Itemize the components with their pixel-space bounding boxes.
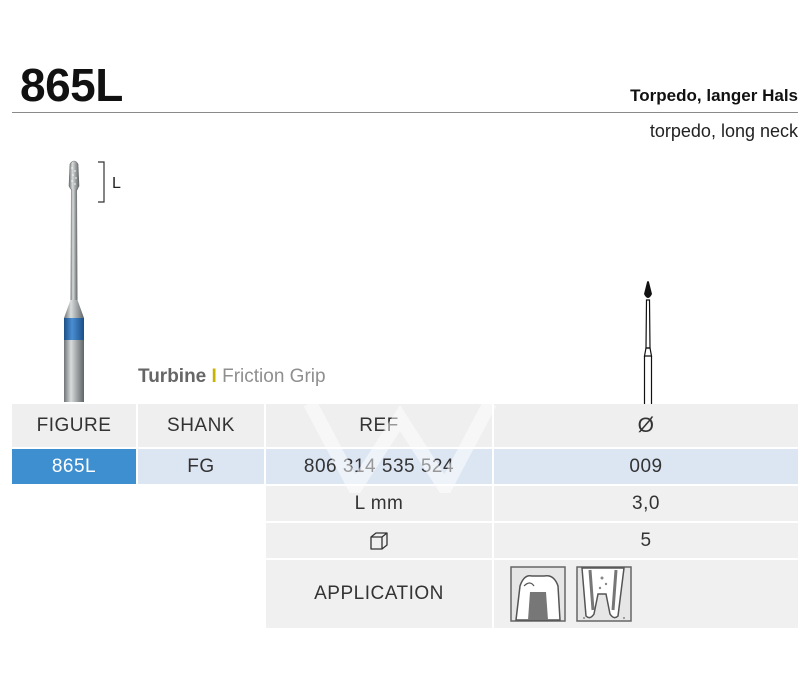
root-canal-icon bbox=[576, 566, 632, 622]
shank-type-main: Turbine bbox=[138, 366, 207, 387]
ref-value: 806 314 535 524 bbox=[266, 449, 492, 484]
diameter-value: 009 bbox=[494, 449, 798, 484]
application-icons-cell bbox=[494, 560, 798, 628]
product-name-english: torpedo, long neck bbox=[649, 121, 798, 141]
watermark-logo bbox=[303, 399, 497, 493]
bur-schematic-diagram bbox=[643, 281, 653, 404]
length-value: 3,0 bbox=[494, 486, 798, 521]
dimension-label: L bbox=[112, 175, 121, 192]
header-shank: SHANK bbox=[138, 404, 264, 447]
length-label: L mm bbox=[266, 486, 492, 521]
shank-type-caption: Turbine I Friction Grip bbox=[138, 366, 326, 388]
application-label: APPLICATION bbox=[266, 560, 492, 628]
package-label-cell bbox=[266, 523, 492, 558]
product-name-german: Torpedo, langer Hals bbox=[630, 86, 798, 105]
shank-value: FG bbox=[138, 449, 264, 484]
bur-photo-illustration: L bbox=[64, 160, 121, 402]
package-box-icon bbox=[370, 531, 388, 550]
header-figure: FIGURE bbox=[12, 404, 136, 447]
shank-type-separator: I bbox=[211, 366, 217, 387]
header-diameter: Ø bbox=[494, 404, 798, 447]
package-value: 5 bbox=[494, 523, 798, 558]
figure-value: 865L bbox=[12, 449, 136, 484]
shank-type-sub: Friction Grip bbox=[222, 366, 326, 387]
product-code-title: 865L bbox=[20, 59, 123, 111]
title-divider bbox=[12, 112, 798, 113]
crown-preparation-icon bbox=[510, 566, 566, 622]
header-ref: REF bbox=[266, 404, 492, 447]
